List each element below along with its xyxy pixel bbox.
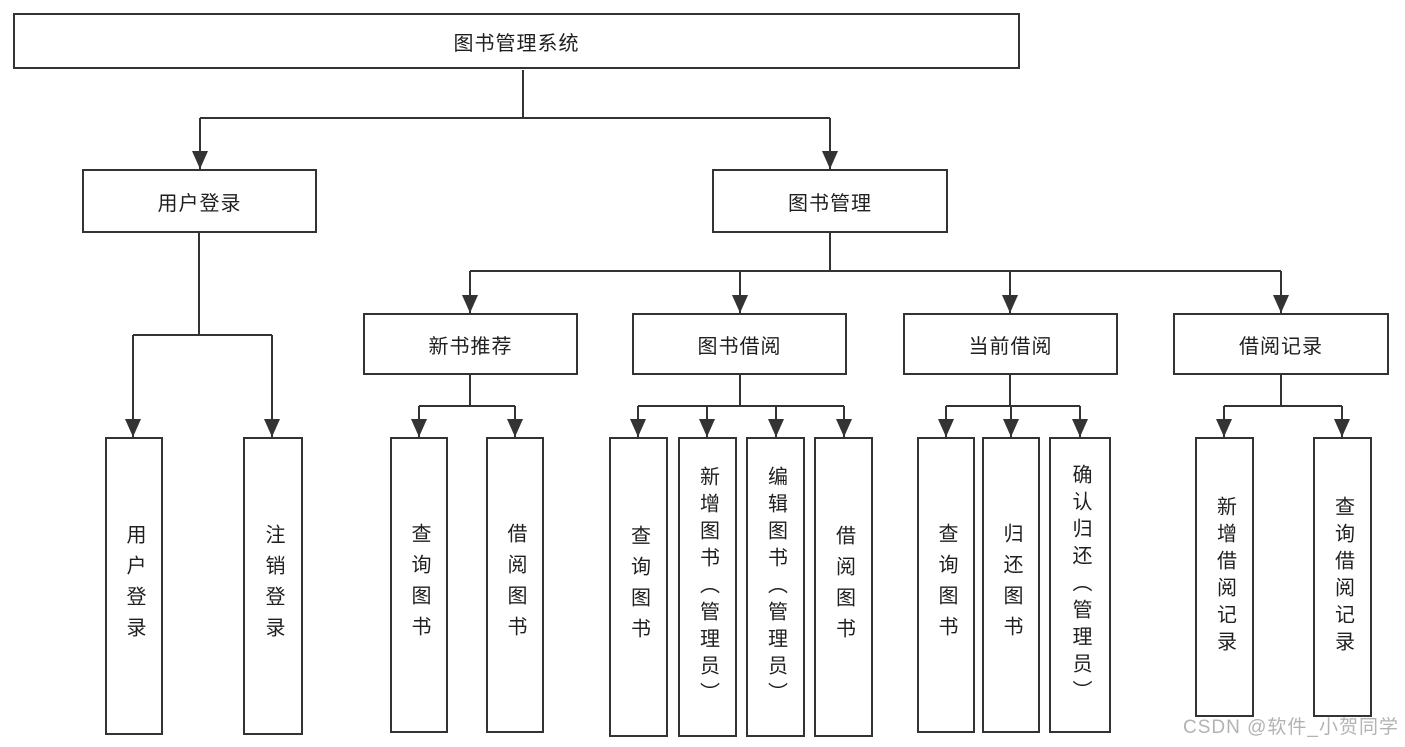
node-borrow-record-label: 借阅记录 (1239, 335, 1323, 358)
connector-user-login-branch (133, 233, 272, 336)
leaf-borrow-book-1-label: 借阅图书 (504, 523, 526, 647)
leaf-query-book-3-label: 查询图书 (935, 523, 957, 647)
leaf-confirm-return-admin: 确认归还（管理员） (1049, 437, 1111, 733)
leaf-query-book-2: 查询图书 (609, 437, 668, 737)
leaf-edit-book-admin-label: 编辑图书（管理员） (764, 465, 787, 709)
node-book-borrow: 图书借阅 (632, 313, 847, 375)
node-book-management-label: 图书管理 (788, 192, 872, 215)
connector-book-borrow-branch (638, 375, 844, 407)
leaf-return-book-label: 归还图书 (1000, 523, 1022, 647)
leaf-user-login: 用户登录 (105, 437, 163, 735)
leaf-borrow-book-2: 借阅图书 (814, 437, 873, 737)
node-borrow-record: 借阅记录 (1173, 313, 1389, 375)
leaf-query-book-2-label: 查询图书 (627, 525, 650, 649)
leaf-add-borrow-record: 新增借阅记录 (1195, 437, 1254, 717)
node-root-system: 图书管理系统 (13, 13, 1020, 69)
leaf-add-book-admin-label: 新增图书（管理员） (696, 465, 719, 709)
connector-borrow-record-branch (1224, 375, 1342, 407)
leaf-logout: 注销登录 (243, 437, 303, 735)
connector-book-mgmt-branch (470, 233, 1281, 272)
leaf-add-borrow-record-label: 新增借阅记录 (1213, 496, 1236, 658)
node-root-label: 图书管理系统 (453, 32, 580, 55)
leaf-logout-label: 注销登录 (262, 524, 284, 648)
leaf-query-book-1-label: 查询图书 (408, 523, 430, 647)
node-new-book-recommend-label: 新书推荐 (428, 335, 513, 358)
connector-new-book-branch (419, 375, 515, 407)
node-current-borrow-label: 当前借阅 (968, 335, 1053, 358)
leaf-query-book-1: 查询图书 (390, 437, 448, 733)
leaf-borrow-book-2-label: 借阅图书 (832, 525, 855, 649)
node-user-login: 用户登录 (82, 169, 317, 233)
leaf-query-book-3: 查询图书 (917, 437, 975, 733)
connector-root-branch (200, 70, 830, 119)
leaf-query-borrow-record: 查询借阅记录 (1313, 437, 1372, 717)
leaf-user-login-label: 用户登录 (123, 524, 145, 648)
csdn-watermark: CSDN @软件_小贺同学 (1183, 717, 1399, 738)
node-user-login-label: 用户登录 (157, 192, 242, 215)
leaf-confirm-return-admin-label: 确认归还（管理员） (1069, 463, 1091, 707)
node-book-borrow-label: 图书借阅 (697, 335, 782, 358)
leaf-add-book-admin: 新增图书（管理员） (678, 437, 737, 737)
leaf-query-borrow-record-label: 查询借阅记录 (1331, 496, 1354, 658)
leaf-return-book: 归还图书 (982, 437, 1040, 733)
node-new-book-recommend: 新书推荐 (363, 313, 578, 375)
node-current-borrow: 当前借阅 (903, 313, 1118, 375)
leaf-borrow-book-1: 借阅图书 (486, 437, 544, 733)
connector-current-borrow-branch (946, 375, 1080, 407)
node-book-management: 图书管理 (712, 169, 948, 233)
leaf-edit-book-admin: 编辑图书（管理员） (746, 437, 805, 737)
